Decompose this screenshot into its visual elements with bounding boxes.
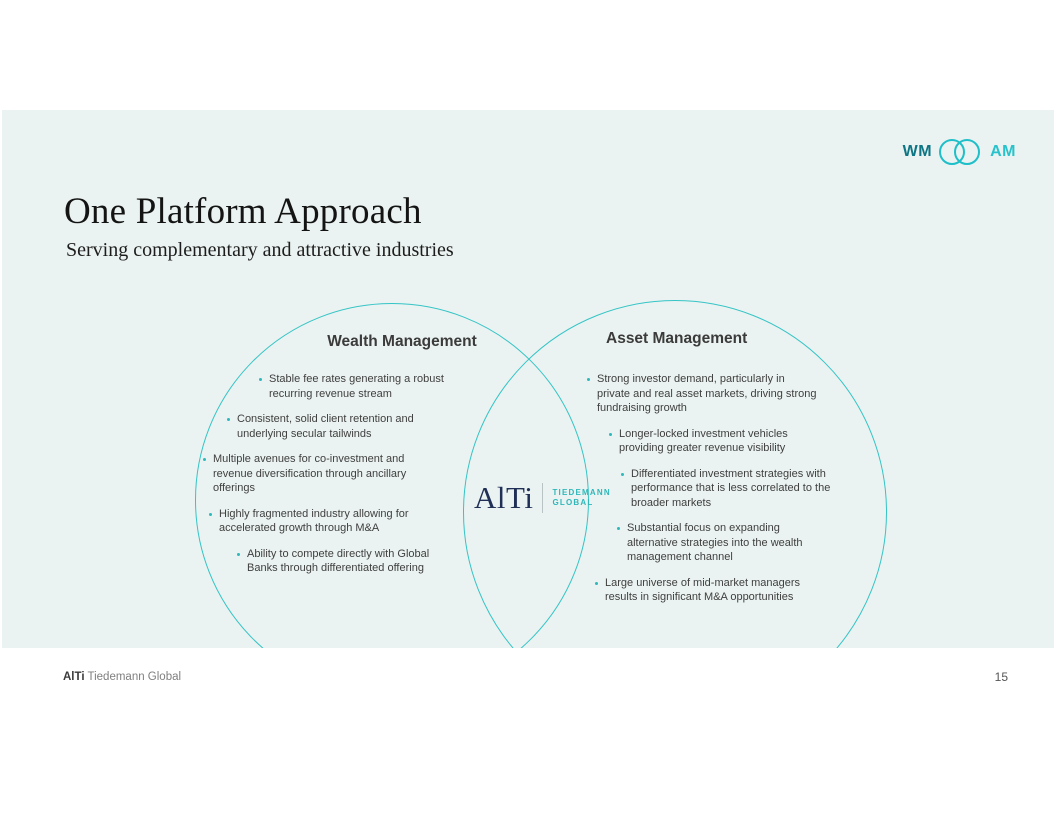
- asset-management-heading: Asset Management: [606, 330, 748, 347]
- asset-bullet-list: Strong investor demand, particularly in …: [587, 372, 887, 616]
- bullet-text: Substantial focus on expanding alternati…: [627, 522, 803, 563]
- bullet-dot: [259, 378, 262, 381]
- bullet-text: Multiple avenues for co-investment and r…: [213, 453, 407, 494]
- bullet-item: Differentiated investment strategies wit…: [621, 467, 859, 511]
- page-subtitle: Serving complementary and attractive ind…: [66, 239, 454, 261]
- bullet-item: Highly fragmented industry allowing for …: [209, 507, 441, 536]
- bullet-item: Multiple avenues for co-investment and r…: [203, 452, 413, 496]
- bullet-item: Consistent, solid client retention and u…: [227, 412, 445, 441]
- bullet-item: Stable fee rates generating a robust rec…: [259, 372, 467, 401]
- alti-logo-line2: GLOBAL: [552, 497, 594, 507]
- page-title: One Platform Approach: [64, 191, 422, 232]
- alti-logo-subtext: TIEDEMANN GLOBAL: [552, 488, 610, 508]
- right-ring-icon: [954, 139, 981, 165]
- bullet-item: Longer-locked investment vehicles provid…: [609, 427, 831, 456]
- alti-logo: AlTi TIEDEMANN GLOBAL: [474, 482, 611, 513]
- wm-label: WM: [902, 143, 933, 160]
- alti-wordmark: AlTi: [474, 480, 534, 515]
- bullet-text: Ability to compete directly with Global …: [247, 547, 430, 575]
- bullet-dot: [227, 418, 230, 421]
- bullet-item: Substantial focus on expanding alternati…: [617, 521, 829, 565]
- footer-brand: AlTi Tiedemann Global: [63, 671, 181, 683]
- am-label: AM: [990, 143, 1016, 160]
- slide-content-area: WM AM One Platform Approach Serving comp…: [2, 110, 1054, 648]
- bullet-item: Ability to compete directly with Global …: [237, 547, 461, 576]
- bullet-dot: [617, 527, 620, 530]
- bullet-dot: [209, 512, 212, 516]
- bullet-text: Stable fee rates generating a robust rec…: [269, 373, 444, 400]
- alti-logo-line1: TIEDEMANN: [552, 487, 611, 497]
- footer-brand-rest: Tiedemann Global: [84, 671, 182, 683]
- logo-divider: [542, 482, 544, 513]
- bullet-dot: [595, 581, 598, 585]
- overlapping-circles-icon: [939, 138, 983, 166]
- bullet-dot: [203, 458, 206, 461]
- footer-brand-bold: AlTi: [63, 671, 85, 683]
- bullet-text: Differentiated investment strategies wit…: [631, 467, 831, 509]
- wealth-management-heading: Wealth Management: [327, 333, 477, 350]
- wm-am-logo: WM AM: [903, 138, 1016, 166]
- bullet-text: Strong investor demand, particularly in …: [597, 373, 817, 414]
- bullet-text: Longer-locked investment vehicles provid…: [619, 427, 788, 455]
- bullet-text: Large universe of mid-market managers re…: [605, 576, 801, 604]
- bullet-dot: [237, 552, 240, 556]
- bullet-item: Large universe of mid-market managers re…: [595, 576, 827, 605]
- bullet-dot: [587, 378, 590, 381]
- bullet-item: Strong investor demand, particularly in …: [587, 372, 819, 416]
- bullet-dot: [621, 472, 624, 476]
- page-number: 15: [994, 670, 1008, 684]
- bullet-text: Consistent, solid client retention and u…: [237, 413, 414, 440]
- wealth-bullet-list: Stable fee rates generating a robust rec…: [197, 372, 477, 587]
- slide-footer: AlTi Tiedemann Global 15: [63, 670, 1008, 684]
- bullet-text: Highly fragmented industry allowing for …: [219, 507, 409, 535]
- bullet-dot: [609, 432, 612, 436]
